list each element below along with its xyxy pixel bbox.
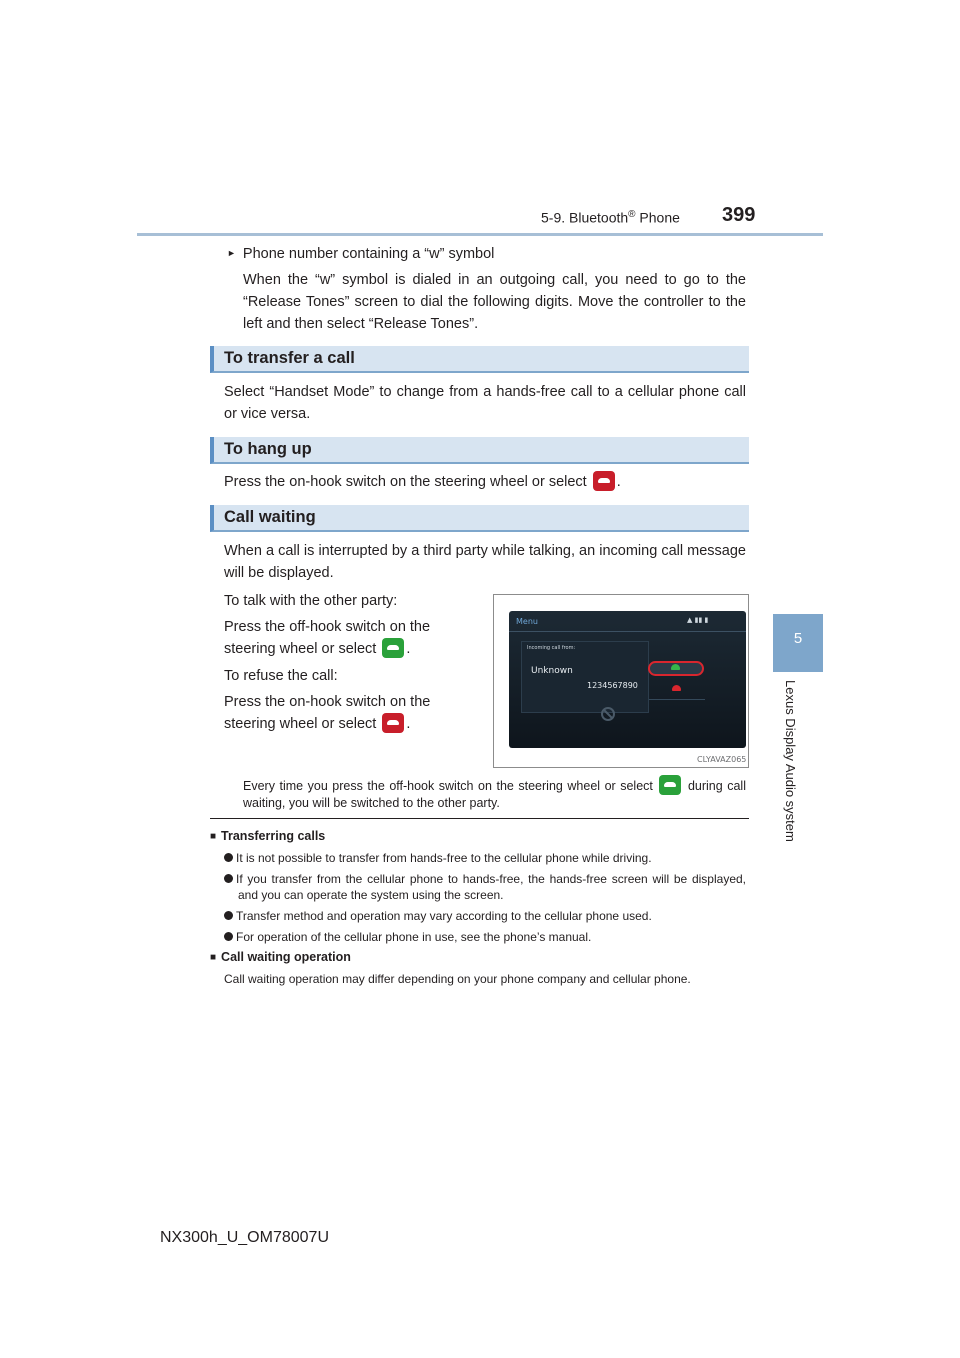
section-heading-call-waiting: Call waiting (210, 505, 749, 532)
answer-call-icon (659, 775, 682, 795)
incoming-call-screen: Menu ▲ ▮▮ ▮ Incoming call from: Unknown … (509, 611, 746, 748)
chapter-title: Lexus Display Audio system (783, 680, 798, 842)
note-heading-call-waiting: ■Call waiting operation (210, 950, 351, 964)
mute-icon (601, 707, 615, 721)
incoming-call-label: Incoming call from: (527, 645, 576, 651)
caller-number: 1234567890 (587, 681, 638, 690)
hang-up-paragraph: Press the on-hook switch on the steering… (224, 471, 746, 493)
answer-call-icon (382, 638, 405, 658)
dot-bullet-icon (224, 874, 233, 883)
screen-header-line (509, 631, 746, 632)
button-separator (649, 699, 705, 700)
note-item: Transfer method and operation may vary a… (224, 908, 746, 924)
square-bullet-icon: ■ (210, 952, 217, 963)
note-item: If you transfer from the cellular phone … (224, 871, 746, 903)
dot-bullet-icon (224, 932, 233, 941)
dot-bullet-icon (224, 853, 233, 862)
dot-bullet-icon (224, 911, 233, 920)
answer-call-icon (671, 664, 680, 670)
section-title: Call waiting (224, 508, 316, 526)
section-title: To transfer a call (224, 349, 355, 367)
arrow-bullet-icon: ► (227, 248, 236, 258)
running-header: 5-9. Bluetooth® Phone (541, 209, 680, 226)
document-code: NX300h_U_OM78007U (160, 1229, 329, 1246)
caller-name: Unknown (531, 666, 573, 676)
page-number: 399 (722, 204, 756, 226)
section-heading-hang-up: To hang up (210, 437, 749, 464)
talk-label: To talk with the other party: (224, 593, 398, 609)
image-code: CLYAVAZ065 (697, 755, 747, 764)
transfer-paragraph: Select “Handset Mode” to change from a h… (224, 384, 746, 422)
note-item: It is not possible to transfer from hand… (224, 850, 746, 866)
intro-paragraph: When the “w” symbol is dialed in an outg… (243, 272, 746, 332)
status-icons: ▲ ▮▮ ▮ (687, 616, 709, 624)
end-call-icon (592, 471, 615, 491)
call-waiting-note: Every time you press the off-hook switch… (243, 775, 746, 811)
note-heading-transferring: ■Transferring calls (210, 829, 326, 843)
end-call-icon (672, 685, 681, 691)
caller-panel (521, 641, 649, 713)
refuse-label: To refuse the call: (224, 668, 338, 684)
chapter-number: 5 (793, 630, 803, 647)
section-heading-transfer: To transfer a call (210, 346, 749, 373)
note-item: For operation of the cellular phone in u… (224, 929, 746, 945)
chapter-tab (773, 614, 823, 672)
talk-instruction: Press the off-hook switch on the steerin… (224, 619, 431, 658)
end-call-icon (382, 713, 405, 733)
refuse-instruction: Press the on-hook switch on the steering… (224, 694, 431, 733)
screen-menu-label: Menu (516, 617, 538, 626)
section-title: To hang up (224, 440, 312, 458)
call-waiting-operation-text: Call waiting operation may differ depend… (224, 972, 691, 986)
header-divider (137, 233, 823, 236)
call-waiting-paragraph: When a call is interrupted by a third pa… (224, 543, 746, 581)
notes-divider (210, 818, 749, 819)
intro-bullet: ►Phone number containing a “w” symbol (227, 246, 495, 262)
square-bullet-icon: ■ (210, 831, 217, 842)
